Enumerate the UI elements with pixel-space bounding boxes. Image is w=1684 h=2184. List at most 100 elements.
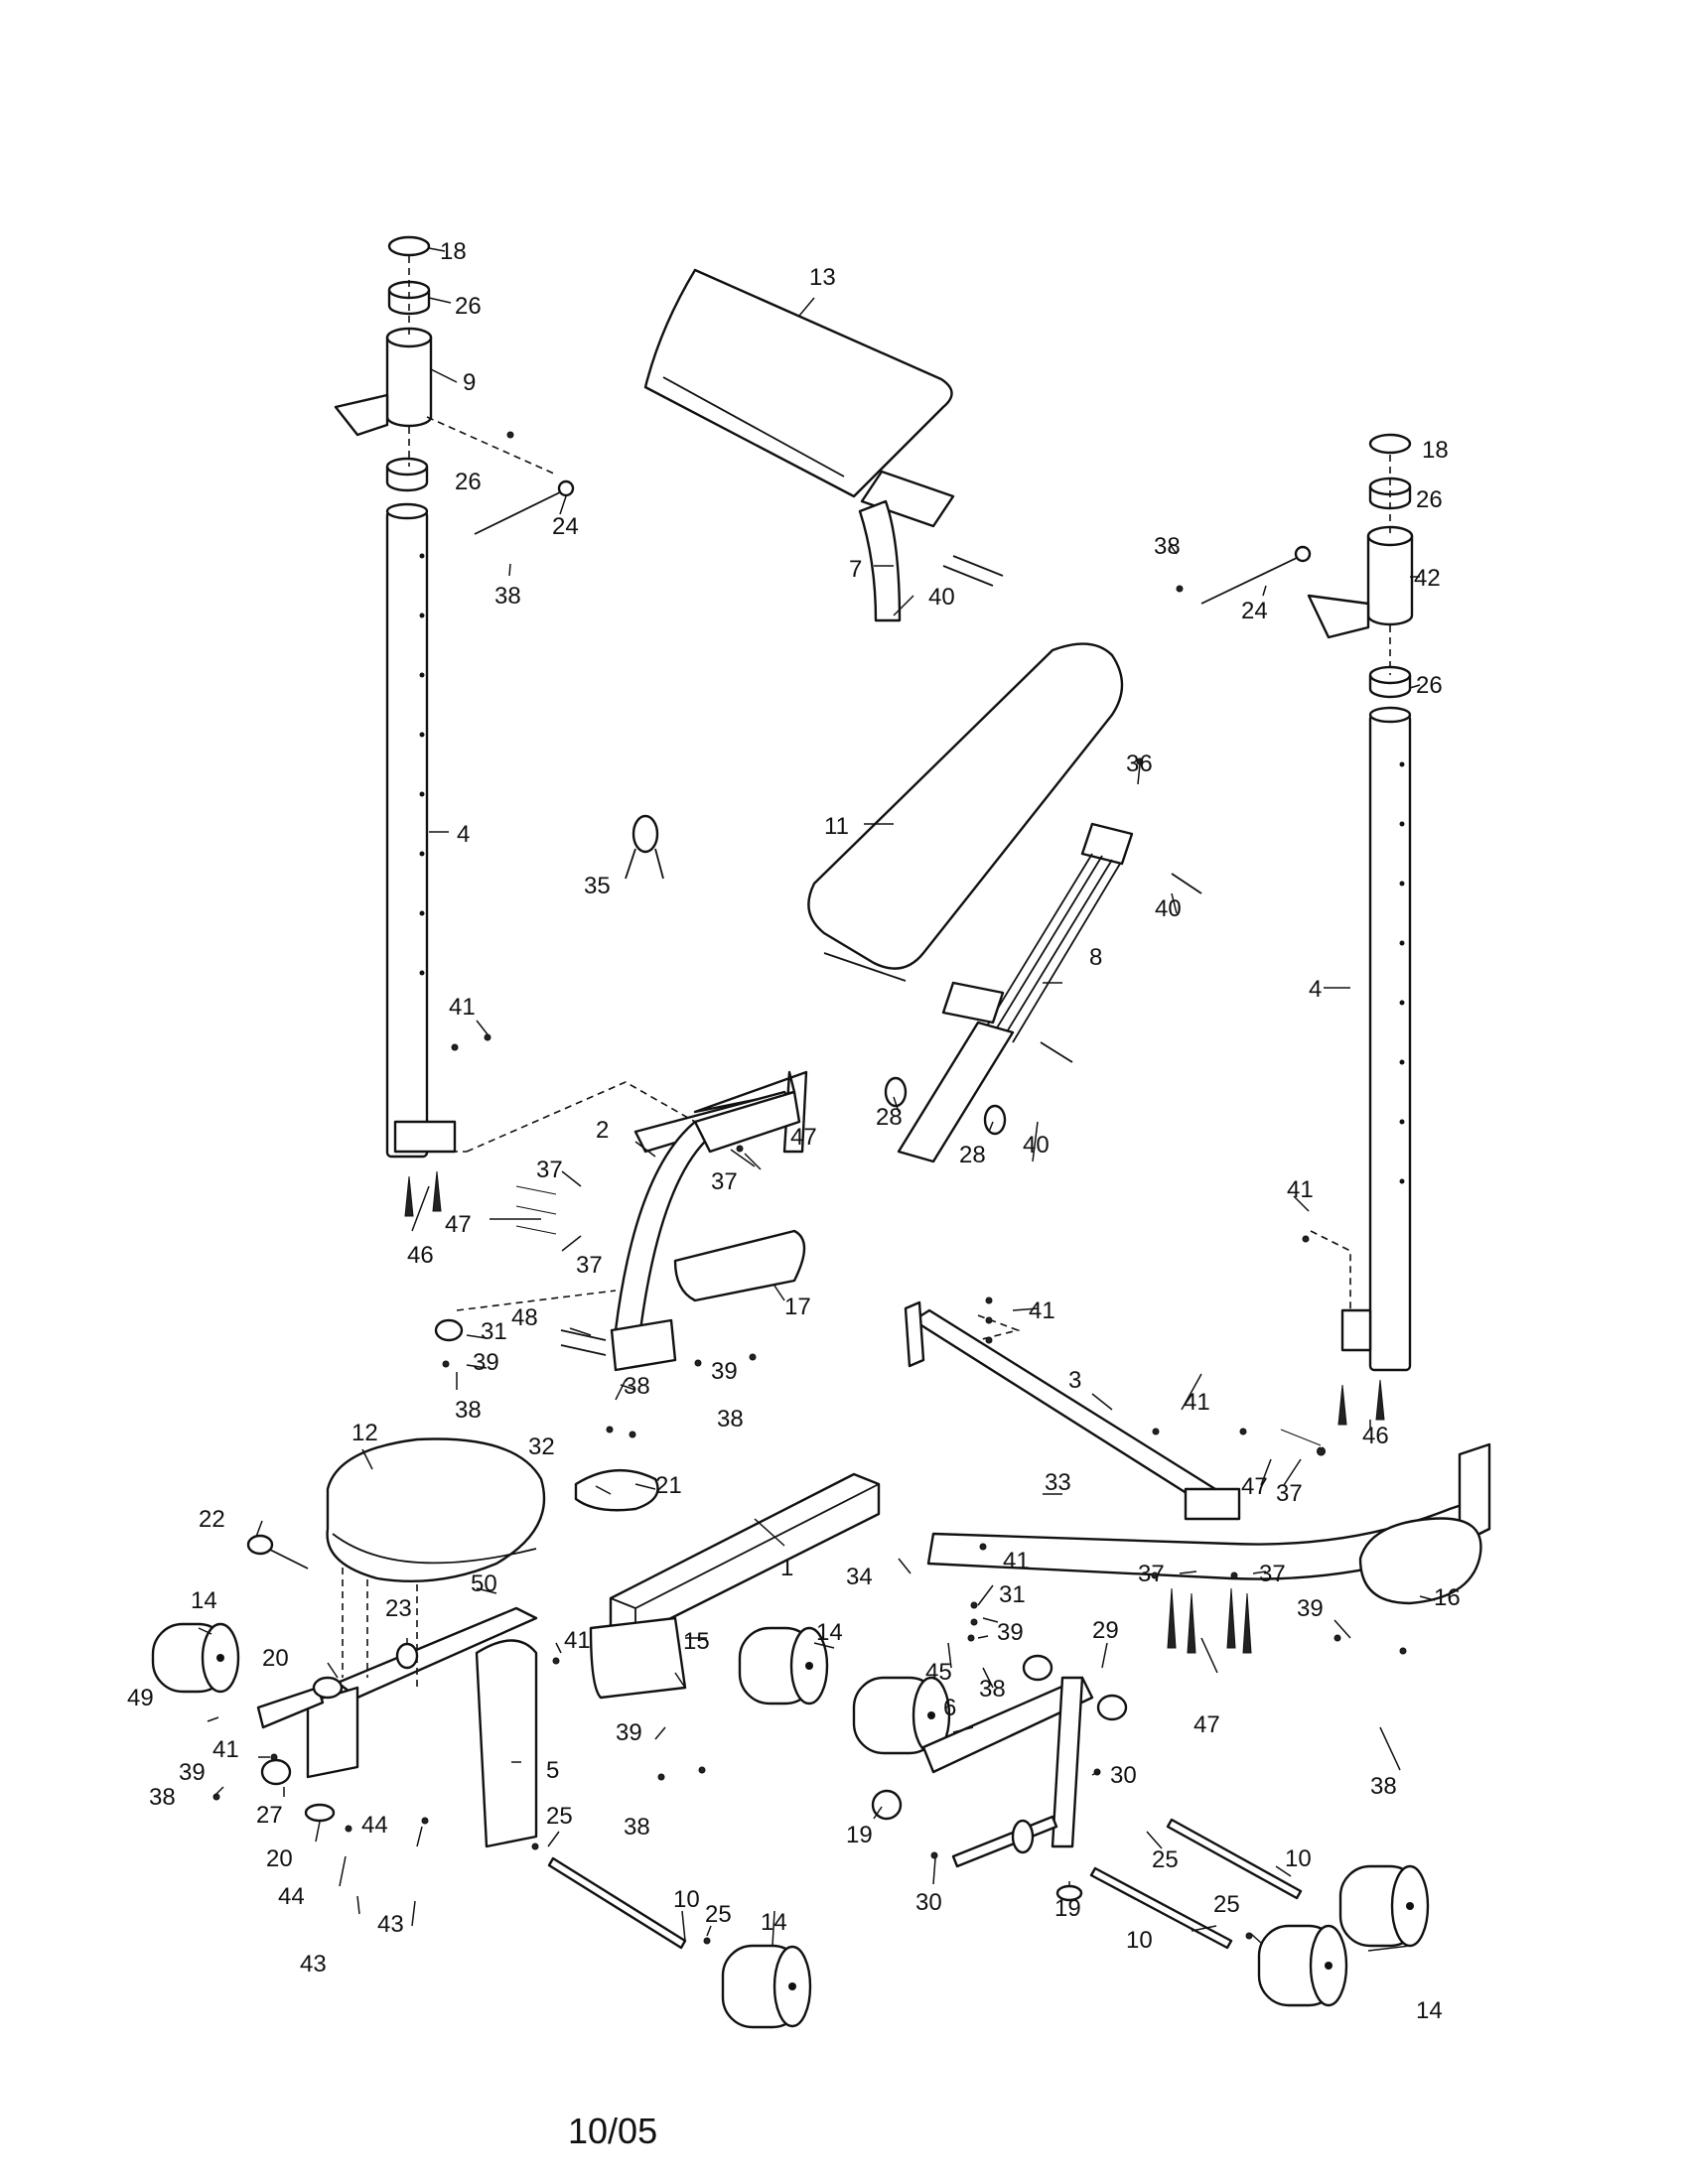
foam-rollers: [151, 1622, 1430, 2029]
callout-26: 26: [455, 293, 482, 320]
callout-36: 36: [1126, 751, 1153, 777]
rod-10-right: [1166, 1818, 1303, 1900]
callout-38: 38: [717, 1406, 744, 1433]
back-pad-13: [643, 268, 953, 498]
callout-37: 37: [536, 1157, 563, 1183]
bolts-40-top: [942, 555, 1004, 587]
callout-46: 46: [1362, 1423, 1389, 1449]
bolts-48: [560, 1329, 607, 1356]
seat-post-5: [475, 1639, 538, 1848]
callout-40: 40: [1023, 1132, 1050, 1159]
roller-28-left: [884, 1076, 908, 1108]
bushing-23: [395, 1642, 419, 1670]
callout-38: 38: [149, 1784, 176, 1811]
callout-11: 11: [824, 813, 849, 840]
right-upright-assembly: [1200, 433, 1414, 1426]
callout-47: 47: [1193, 1711, 1220, 1738]
roller-14-left: [151, 1622, 240, 1694]
callout-18: 18: [440, 238, 467, 265]
callout-38: 38: [1154, 533, 1181, 560]
callout-15: 15: [683, 1628, 710, 1655]
bolts-47-center: [1167, 1587, 1252, 1654]
callout-14: 14: [816, 1619, 843, 1646]
callout-41: 41: [1287, 1176, 1314, 1203]
callout-25: 25: [1152, 1846, 1179, 1873]
callout-10: 10: [1285, 1845, 1312, 1872]
callout-37: 37: [576, 1252, 603, 1279]
callout-27: 27: [256, 1802, 283, 1829]
upright-holes-left: [419, 553, 425, 976]
callout-41: 41: [564, 1627, 591, 1654]
callout-48: 48: [511, 1304, 538, 1331]
seat-pad-assembly: [807, 642, 1202, 1163]
pad-bracket-8: [982, 853, 1121, 1043]
callout-50: 50: [471, 1570, 497, 1597]
callout-39: 39: [997, 1619, 1024, 1646]
pad-holder-15: [589, 1616, 687, 1700]
callout-31: 31: [999, 1581, 1026, 1608]
bushing-27: [260, 1758, 292, 1786]
pad-plate-7: [860, 470, 955, 528]
upright-bracket-left: [393, 1120, 457, 1154]
callout-2: 2: [596, 1117, 609, 1144]
callout-25: 25: [1213, 1891, 1240, 1918]
roller-arm: [256, 1686, 325, 1729]
callout-31: 31: [481, 1318, 507, 1345]
callout-37: 37: [711, 1168, 738, 1195]
leg-extension-6: [871, 1654, 1128, 1902]
callout-39: 39: [1297, 1595, 1324, 1622]
hardware: [212, 431, 1407, 1945]
callout-45: 45: [925, 1659, 952, 1686]
callout-41: 41: [449, 994, 476, 1021]
callout-41: 41: [1029, 1297, 1055, 1324]
axle-rod: [951, 1815, 1058, 1868]
end-cap-18: [387, 235, 431, 257]
leg-post: [1051, 1676, 1084, 1848]
upright-bracket-right: [1340, 1308, 1372, 1352]
frame-2: [427, 1070, 808, 1372]
arm-bracket-9: [385, 336, 433, 428]
callout-3: 3: [1068, 1367, 1081, 1394]
callout-32: 32: [528, 1433, 555, 1460]
callout-20: 20: [262, 1645, 289, 1672]
cap-19: [871, 1789, 903, 1821]
callout-24: 24: [1241, 598, 1268, 624]
callout-1: 1: [780, 1555, 793, 1581]
roller-14-bottom-right-a: [1257, 1924, 1348, 2007]
callout-38: 38: [979, 1676, 1006, 1703]
callout-19: 19: [1054, 1895, 1081, 1922]
callout-43: 43: [377, 1911, 404, 1938]
callout-17: 17: [784, 1294, 811, 1320]
callout-22: 22: [199, 1506, 225, 1533]
left-upright-assembly: [334, 235, 575, 1217]
callout-26: 26: [1416, 486, 1443, 513]
callout-35: 35: [584, 873, 611, 899]
callout-49: 49: [127, 1685, 154, 1711]
callout-29: 29: [1092, 1617, 1119, 1644]
callout-30: 30: [915, 1889, 942, 1916]
callout-8: 8: [1089, 944, 1102, 971]
callout-39: 39: [616, 1719, 642, 1746]
end-cap-18-right: [1368, 433, 1412, 455]
callout-33: 33: [1045, 1469, 1071, 1496]
callout-30: 30: [1110, 1762, 1137, 1789]
callout-42: 42: [1414, 565, 1441, 592]
callout-37: 37: [1276, 1480, 1303, 1507]
callout-10: 10: [1126, 1927, 1153, 1954]
leg-tube-6: [921, 1676, 1094, 1774]
roller-14-mid-a: [738, 1626, 829, 1706]
bolts-46-right: [1337, 1379, 1385, 1426]
roller-14-bottom-left: [721, 1944, 812, 2029]
adjust-plate: [897, 1021, 1015, 1163]
callout-40: 40: [1155, 895, 1182, 922]
seat-12: [326, 1437, 546, 1583]
callout-13: 13: [809, 264, 836, 291]
bushing-31: [434, 1318, 464, 1342]
bolts-40: [1040, 873, 1202, 1063]
callout-14: 14: [191, 1587, 217, 1614]
washer-20: [304, 1803, 336, 1823]
callout-18: 18: [1422, 437, 1449, 464]
seat-assembly: [246, 1437, 659, 1823]
callout-26: 26: [455, 469, 482, 495]
